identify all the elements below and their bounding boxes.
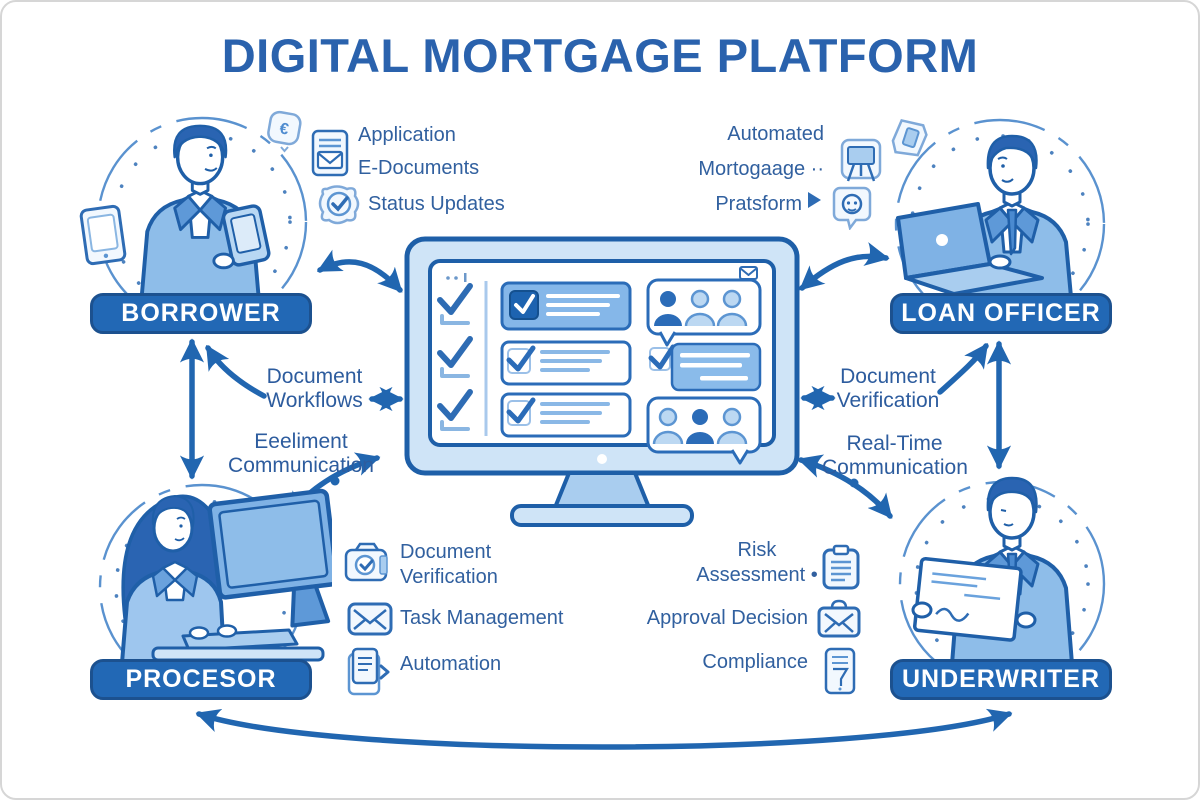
feature-compliance: Compliance: [702, 651, 808, 673]
crumpled-note-icon: [891, 119, 928, 157]
arrow-platform-loan-officer: [799, 242, 890, 291]
e-documents-icon: [311, 129, 349, 177]
chat-bubble-icon: [646, 278, 762, 465]
arrow-workflows-borrower: [205, 344, 267, 399]
edge-label-document-workflows: Document Workflows: [266, 365, 363, 413]
feature-e-documents: E-Documents: [358, 157, 480, 179]
processor-label-text: PROCESOR: [125, 665, 277, 693]
clipboard-list-icon: [822, 544, 860, 590]
feature-document-verification: Document Verification: [400, 541, 498, 588]
feature-automated: Automated: [727, 123, 824, 145]
mail-task-icon: [347, 602, 393, 636]
feature-application: Application: [358, 124, 456, 146]
processor-label: PROCESOR: [90, 659, 312, 700]
borrower-label: BORROWER: [90, 293, 312, 334]
people-icon: [652, 407, 748, 445]
feature-risk-assessment: Risk Assessment •: [696, 539, 818, 586]
underwriter-label-text: UNDERWRITER: [901, 665, 1101, 693]
underwriter-illustration: [911, 476, 1074, 666]
feature-task-management: Task Management: [400, 607, 564, 629]
clipboard-automation-icon: [347, 647, 390, 696]
monitor-base: [510, 504, 694, 527]
presentation-board-icon: [840, 138, 882, 182]
checklist-icon: [437, 283, 473, 431]
feature-platform: Pratsform: [715, 193, 802, 215]
arrow-processor-underwriter: [195, 708, 1013, 750]
feature-approval-decision: Approval Decision: [646, 607, 808, 629]
camera-check-icon: [344, 542, 388, 582]
keyboard: [181, 628, 299, 652]
edge-label-realtime-communication: Real-Time Communication: [822, 432, 968, 480]
feature-mortgage: Mortogaage ··: [698, 158, 824, 180]
people-icon: [654, 289, 748, 327]
edge-label-element-communication: Eeeliment Communication: [228, 430, 374, 478]
robot-chat-icon: [832, 186, 872, 230]
edge-label-document-verification: Document Verification: [836, 365, 940, 413]
feature-status-updates: Status Updates: [368, 193, 505, 215]
loan-officer-label-text: LOAN OFFICER: [901, 299, 1101, 327]
page-title: DIGITAL MORTGAGE PLATFORM: [221, 29, 979, 82]
briefcase-mail-icon: [817, 599, 861, 638]
loan-officer-illustration: [896, 134, 1074, 310]
platform-dashboard-monitor: [404, 236, 800, 527]
processor-illustration: [119, 488, 332, 675]
arrow-verification-loan-officer: [937, 343, 989, 395]
arrow-borrower-platform: [316, 249, 403, 293]
compliance-doc-icon: [824, 647, 856, 695]
status-stamp-icon: [318, 185, 360, 225]
tablet-icon: [79, 204, 127, 266]
arrow-right-icon: [808, 192, 821, 208]
svg-text:€: €: [278, 120, 290, 138]
laptop-base: [904, 262, 1044, 296]
underwriter-label: UNDERWRITER: [890, 659, 1112, 700]
desktop-monitor: [207, 488, 332, 628]
feature-automation: Automation: [400, 653, 502, 675]
node-dot: [849, 478, 859, 488]
euro-badge-icon: €: [267, 110, 302, 153]
borrower-illustration: [139, 124, 271, 303]
document-sheet: [912, 556, 1023, 642]
borrower-label-text: BORROWER: [121, 299, 281, 327]
loan-officer-label: LOAN OFFICER: [890, 293, 1112, 334]
task-card-list: [500, 281, 632, 438]
node-dot: [330, 476, 340, 486]
dashboard-content: [437, 266, 762, 465]
